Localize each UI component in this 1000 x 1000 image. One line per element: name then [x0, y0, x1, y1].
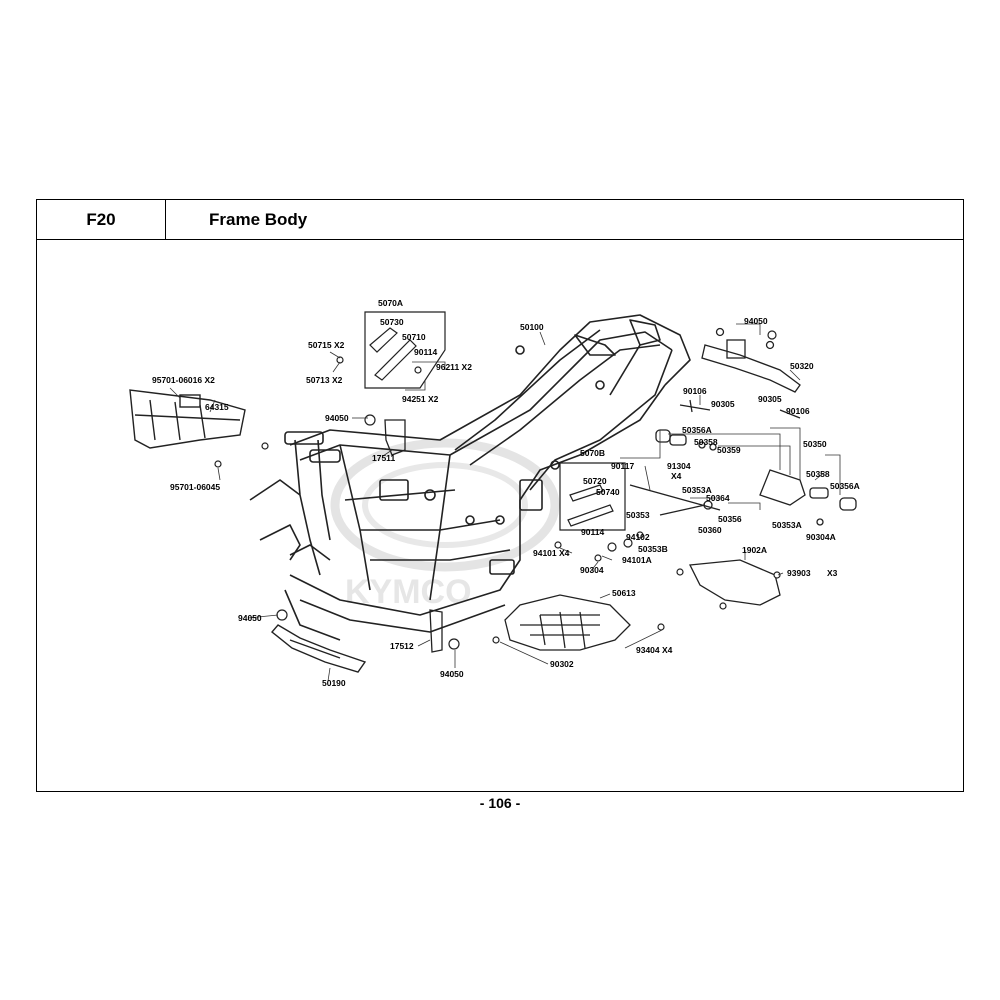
part-label: 94050 [238, 613, 262, 623]
part-label: 50730 [380, 317, 404, 327]
part-label: 64315 [205, 402, 229, 412]
part-label: 50356A [682, 425, 712, 435]
part-label: 95701-06045 [170, 482, 220, 492]
main-frame-body [249, 314, 691, 641]
part-label: 94102 [626, 532, 650, 542]
part-label: 94101 X4 [533, 548, 570, 558]
part-label: 1902A [742, 545, 767, 555]
part-label: 50740 [596, 487, 620, 497]
part-label: 95701-06016 X2 [152, 375, 215, 385]
part-label: 50100 [520, 322, 544, 332]
part-label: 50358 [806, 469, 830, 479]
part-label: 50190 [322, 678, 346, 688]
part-label: 5070A [378, 298, 403, 308]
engine-hanger-group [629, 399, 857, 526]
part-label: 90305 [758, 394, 782, 404]
part-label: 90117 [611, 461, 634, 471]
part-label: 94251 X2 [402, 394, 439, 404]
part-label: 90302 [550, 659, 574, 669]
fasteners [214, 330, 781, 650]
section-title: Frame Body [166, 199, 964, 240]
part-label: 96211 X2 [436, 362, 472, 372]
leader-lines [169, 323, 841, 682]
part-label: 50359 [717, 445, 741, 455]
part-label: X3 [827, 568, 838, 578]
part-label: 50356A [830, 481, 860, 491]
part-label: 90305 [711, 399, 735, 409]
part-label: 94050 [744, 316, 768, 326]
part-label: 5070B [580, 448, 605, 458]
part-label: 50353B [638, 544, 668, 554]
bracket-17511 [384, 419, 406, 456]
front-bracket-64315 [129, 389, 246, 449]
splash-guard-1902A [688, 559, 781, 606]
part-label: 50353A [682, 485, 712, 495]
kymco-watermark: KYMCO [330, 438, 560, 611]
part-label: 50713 X2 [306, 375, 343, 385]
part-label: 94050 [440, 669, 464, 679]
part-label: 90114 [414, 347, 437, 357]
part-label: 91304 [667, 461, 691, 471]
part-label: 17511 [372, 453, 395, 463]
part-label: 50320 [790, 361, 814, 371]
part-label: 90106 [683, 386, 707, 396]
under-cover-50613 [504, 594, 631, 651]
part-label: 50613 [612, 588, 636, 598]
bracket-5070a-group [364, 311, 446, 389]
part-label: 93903 [787, 568, 811, 578]
bracket-5070b-group [559, 462, 626, 531]
part-label: 50710 [402, 332, 426, 342]
part-label: 90114 [581, 527, 604, 537]
part-label: 93404 X4 [636, 645, 673, 655]
rear-bracket-50320 [701, 327, 801, 393]
part-label: 50720 [583, 476, 607, 486]
part-label: 90304A [806, 532, 836, 542]
part-label: 50358 [694, 437, 718, 447]
part-label: 50360 [698, 525, 722, 535]
part-label: 90304 [580, 565, 604, 575]
part-label: 50364 [706, 493, 730, 503]
part-label: 90106 [786, 406, 810, 416]
lower-brace-50190 [270, 624, 367, 673]
diagram-frame [36, 239, 964, 792]
part-label: 50715 X2 [308, 340, 345, 350]
page-number: - 106 - [479, 795, 521, 811]
part-label: 94101A [622, 555, 652, 565]
part-label: 17512 [390, 641, 414, 651]
part-number-labels: 5070A 50730 50710 90114 96211 X2 94251 X… [152, 298, 860, 688]
part-label: X4 [671, 471, 682, 481]
part-label: 94050 [325, 413, 349, 423]
part-label: 50353 [626, 510, 650, 520]
part-label: 50356 [718, 514, 742, 524]
part-label: 50350 [803, 439, 827, 449]
bracket-17512 [429, 609, 443, 653]
part-label: 50353A [772, 520, 802, 530]
